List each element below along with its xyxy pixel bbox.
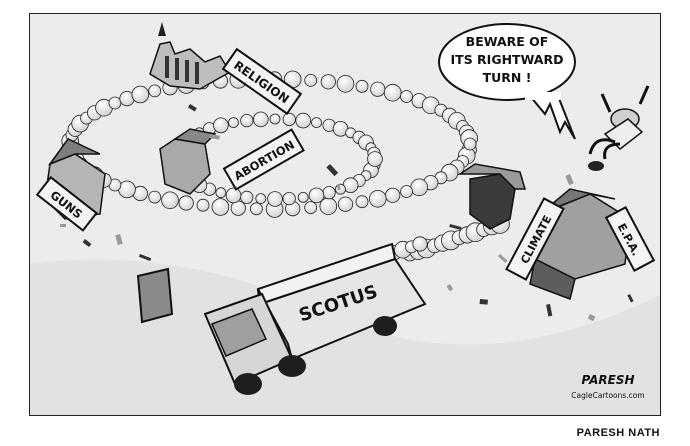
signature-name: PARESH	[581, 373, 634, 387]
smoke-puff	[322, 186, 336, 200]
smoke-puff	[311, 117, 322, 128]
debris-piece	[337, 184, 341, 191]
debris-piece	[449, 224, 462, 231]
debris-piece	[115, 234, 123, 245]
debris-piece	[565, 173, 574, 186]
smoke-puff	[228, 117, 239, 128]
smoke-puff	[225, 187, 242, 204]
credit-line: PARESH NATH	[576, 427, 660, 439]
cartoon-frame: RELIGION ABORTION GUNS	[29, 13, 661, 416]
smoke-puff	[463, 137, 477, 151]
bubble-line-2: ITS RIGHTWARD	[451, 52, 564, 67]
signature-site: CagleCartoons.com	[571, 391, 644, 400]
smoke-puff	[412, 236, 428, 252]
smoke-puff	[355, 195, 369, 209]
smoke-puff	[320, 74, 336, 90]
smoke-puff	[400, 90, 413, 103]
smoke-puff	[370, 81, 386, 97]
smoke-puff	[148, 190, 162, 204]
debris-piece	[446, 284, 454, 292]
debris-piece	[60, 224, 66, 227]
debris-piece	[138, 253, 152, 262]
abortion-building-ruin	[159, 128, 217, 195]
smoke-puff	[308, 187, 325, 204]
debris-piece	[326, 163, 339, 177]
smoke-puff	[295, 112, 312, 129]
debris-piece	[546, 304, 553, 317]
artist-signature: PARESH CagleCartoons.com	[571, 373, 644, 400]
smoke-puff	[211, 198, 230, 216]
smoke-puff	[267, 191, 283, 207]
smoke-puff	[240, 190, 254, 204]
flying-man	[588, 85, 650, 171]
bubble-line-1: BEWARE OF	[466, 34, 549, 49]
smoke-puff	[336, 75, 355, 93]
smoke-puff	[297, 191, 309, 203]
smoke-puff	[337, 196, 354, 212]
abortion-sign: ABORTION	[222, 128, 305, 191]
smoke-puff	[196, 198, 210, 212]
scotus-truck: SCOTUS	[136, 242, 427, 395]
smoke-puff	[355, 79, 369, 93]
smoke-puff	[367, 151, 383, 167]
smoke-puff	[410, 178, 429, 197]
debris-piece	[187, 104, 197, 112]
smoke-puff	[282, 112, 296, 127]
cartoon-illustration: RELIGION ABORTION GUNS	[30, 22, 660, 415]
guns-sign: GUNS	[35, 175, 98, 232]
smoke-puff	[131, 85, 150, 104]
bubble-line-3: TURN !	[483, 70, 532, 85]
smoke-puff	[304, 201, 318, 215]
smoke-puff	[240, 114, 254, 128]
smoke-puff	[304, 74, 318, 87]
smoke-puff	[400, 185, 413, 198]
smoke-puff	[178, 195, 194, 211]
smoke-puff	[213, 117, 229, 134]
smoke-puff	[368, 190, 387, 208]
smoke-puff	[108, 96, 122, 110]
smoke-puff	[385, 187, 401, 203]
capitol-building-ruin	[149, 22, 232, 90]
debris-piece	[82, 239, 92, 248]
smoke-puff	[215, 187, 227, 199]
debris-piece	[479, 299, 488, 305]
smoke-puff	[383, 83, 402, 102]
debris	[60, 104, 634, 322]
debris-piece	[627, 294, 634, 303]
debris-piece	[209, 133, 220, 140]
crash-hole	[457, 163, 527, 230]
debris-piece	[497, 254, 508, 263]
smoke-puff	[255, 193, 267, 205]
smoke-puff	[282, 192, 296, 206]
debris-piece	[587, 313, 596, 322]
smoke-puff	[148, 84, 162, 98]
smoke-puff	[249, 202, 263, 216]
smoke-puff	[269, 113, 281, 125]
speech-bubble: BEWARE OF ITS RIGHTWARD TURN !	[438, 23, 576, 140]
smoke-puff	[253, 111, 269, 128]
smoke-puff	[161, 191, 179, 210]
